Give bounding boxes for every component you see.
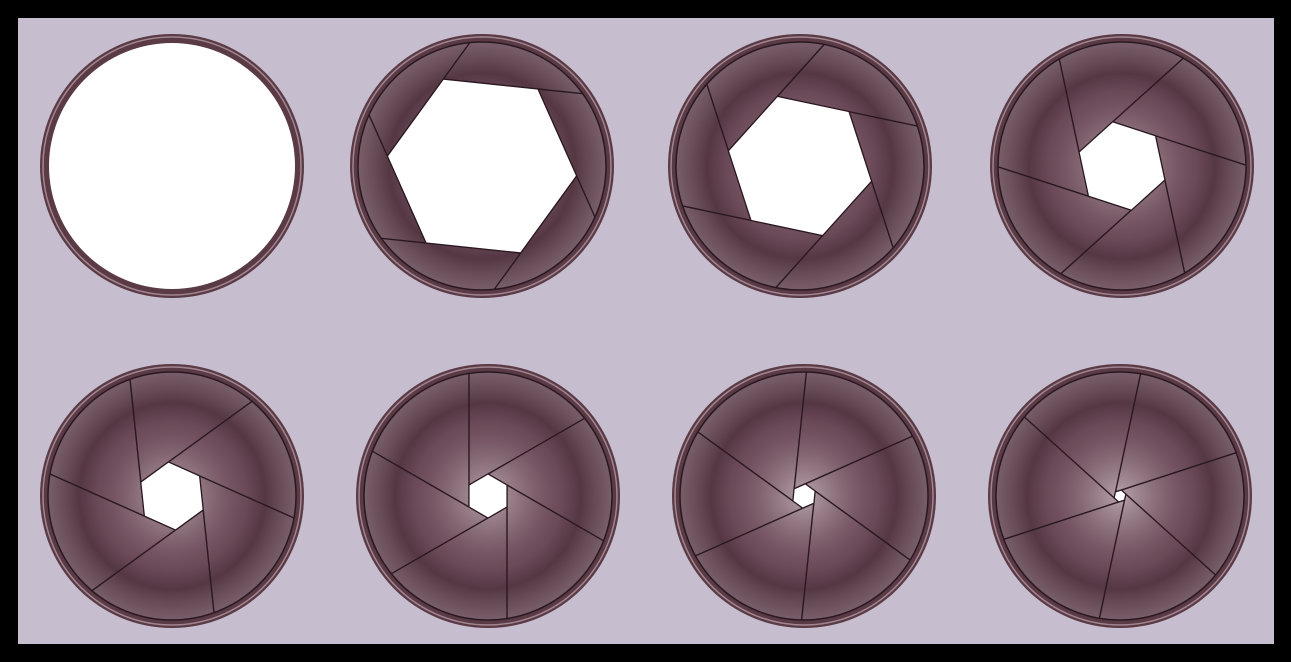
aperture-5: [40, 364, 304, 628]
aperture-1: [40, 34, 304, 298]
aperture-7: [672, 364, 936, 628]
aperture-8: [988, 364, 1252, 628]
aperture-opening: [49, 43, 295, 289]
aperture-opening: [1114, 490, 1126, 502]
aperture-6: [356, 364, 620, 628]
aperture-2: [350, 34, 614, 298]
aperture-3: [668, 34, 932, 298]
aperture-4: [990, 34, 1254, 298]
